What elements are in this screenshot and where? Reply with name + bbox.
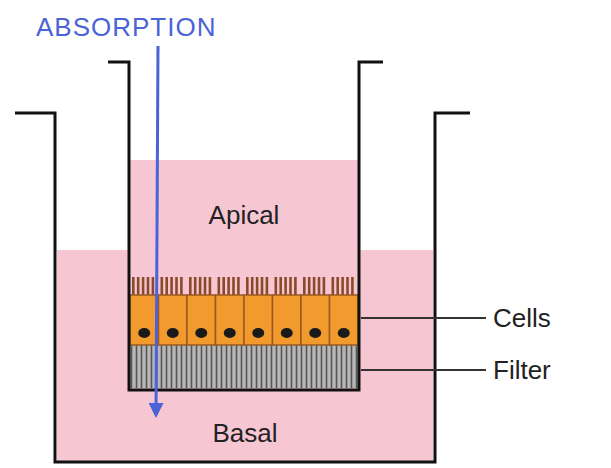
nucleus [167,328,179,338]
absorption-arrow [156,46,158,415]
epithelial-cell [159,295,188,345]
leader-line [361,369,486,371]
microvillus [237,277,240,295]
microvillus [165,277,168,295]
microvillus [209,277,212,295]
microvillus [266,277,269,295]
microvillus [303,277,306,295]
microvillus [279,277,282,295]
cell-layer [130,277,358,345]
microvillus [313,277,316,295]
epithelial-cell [130,295,159,345]
microvillus [218,277,221,295]
nucleus [338,328,350,338]
microvillus [152,277,155,295]
microvillus [341,277,344,295]
microvillus [284,277,287,295]
nucleus [281,328,293,338]
microvillus [137,277,140,295]
microvillus [199,277,202,295]
microvillus [170,277,173,295]
nucleus [224,328,236,338]
microvillus [132,277,135,295]
insert-wall [108,62,383,390]
insert-compartment: Apical [129,62,359,390]
microvillus [336,277,339,295]
microvillus [246,277,249,295]
epithelial-cell [273,295,302,345]
part-label: Filter [493,357,551,383]
microvillus [256,277,259,295]
microvillus [189,277,192,295]
microvillus [261,277,264,295]
epithelial-cell [330,295,359,345]
outer-well [15,113,470,462]
microvillus [351,277,354,295]
microvillus [308,277,311,295]
microvillus [147,277,150,295]
microvillus [161,277,164,295]
microvillus [194,277,197,295]
microvillus [275,277,278,295]
apical-medium [130,160,358,388]
filter-membrane [130,345,358,388]
well-compartment: Basal Apical [55,115,435,462]
nucleus [309,328,321,338]
microvillus [222,277,225,295]
compartment-label: Apical [129,202,359,228]
microvillus [332,277,335,295]
nucleus [252,328,264,338]
microvillus [323,277,326,295]
epithelial-cell [244,295,273,345]
microvillus [251,277,254,295]
microvillus [289,277,292,295]
microvillus [227,277,230,295]
part-label: Cells [493,305,551,331]
microvillus [232,277,235,295]
process-label: ABSORPTION [36,14,216,40]
nucleus [138,328,150,338]
microvillus [180,277,183,295]
epithelial-cell [301,295,330,345]
microvillus [346,277,349,295]
microvillus [204,277,207,295]
epithelial-cell [187,295,216,345]
microvillus [175,277,178,295]
leader-line [361,317,486,319]
compartment-label: Basal [55,420,435,446]
microvillus [294,277,297,295]
microvillus [142,277,145,295]
nucleus [195,328,207,338]
microvillus [318,277,321,295]
epithelial-cell [216,295,245,345]
